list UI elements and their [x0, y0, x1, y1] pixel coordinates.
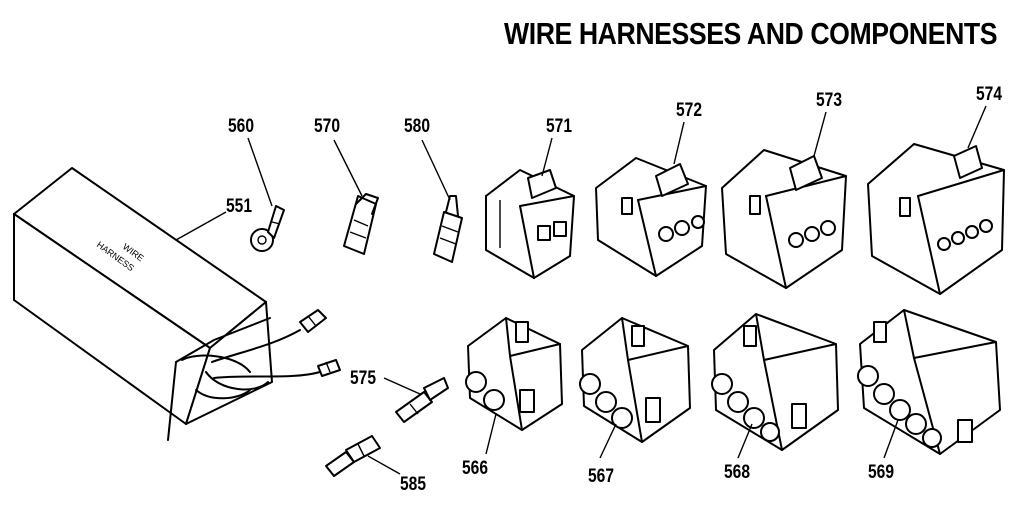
callout-569: 569 — [868, 462, 894, 483]
callout-572: 572 — [676, 100, 702, 121]
part-560-ring-terminal[interactable] — [250, 205, 285, 252]
leader-574 — [967, 105, 987, 149]
leader-568 — [737, 423, 753, 459]
leader-569 — [883, 419, 899, 459]
part-566-plug[interactable] — [465, 317, 563, 431]
callout-566: 566 — [462, 458, 488, 479]
callout-568: 568 — [724, 462, 750, 483]
part-551-wire-harness-box[interactable]: WIRE HARNESS — [13, 167, 341, 441]
callout-567: 567 — [588, 466, 614, 487]
leader-551 — [175, 211, 227, 241]
leader-575 — [383, 377, 421, 395]
leader-571 — [541, 137, 553, 177]
callout-560: 560 — [228, 116, 254, 137]
leader-580 — [421, 139, 451, 201]
callout-574: 574 — [976, 84, 1002, 105]
leader-572 — [673, 121, 685, 165]
diagram-title: WIRE HARNESSES AND COMPONENTS — [504, 16, 998, 51]
leader-566 — [485, 413, 497, 455]
leader-585 — [367, 455, 401, 475]
part-575-pin-terminal[interactable] — [395, 377, 449, 423]
part-573-connector[interactable] — [721, 149, 847, 289]
part-572-connector[interactable] — [595, 157, 707, 277]
callout-580: 580 — [404, 116, 430, 137]
callout-571: 571 — [546, 116, 572, 137]
callout-573: 573 — [816, 90, 842, 111]
part-571-connector[interactable] — [485, 169, 575, 279]
part-580-female-terminal[interactable] — [433, 195, 463, 263]
part-568-plug[interactable] — [711, 313, 839, 451]
part-569-plug[interactable] — [857, 309, 1001, 455]
callout-585: 585 — [400, 474, 426, 495]
callout-575: 575 — [350, 368, 376, 389]
leader-567 — [599, 423, 617, 459]
callout-551: 551 — [226, 196, 252, 217]
leader-573 — [813, 111, 827, 157]
part-570-spade-terminal[interactable] — [343, 193, 379, 255]
part-574-connector[interactable] — [867, 143, 1005, 295]
leader-560 — [247, 137, 273, 207]
part-585-socket-terminal[interactable] — [325, 435, 381, 477]
part-567-plug[interactable] — [579, 317, 691, 443]
leader-570 — [333, 139, 363, 197]
callout-570: 570 — [314, 116, 340, 137]
